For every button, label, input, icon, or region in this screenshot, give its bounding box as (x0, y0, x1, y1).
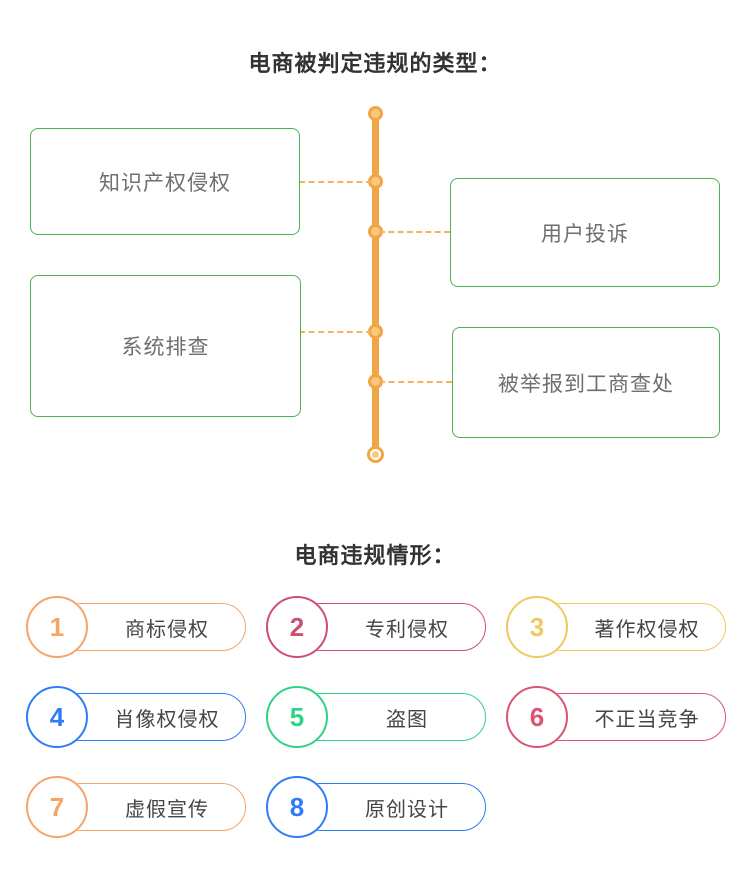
node-box-system-check: 系统排查 (30, 275, 301, 417)
pill-number: 1 (49, 611, 65, 642)
pill-number-circle: 8 (266, 776, 328, 838)
pill-item-5: 5 盗图 (266, 686, 486, 748)
pill-number: 3 (529, 611, 545, 642)
pill-item-8: 8 原创设计 (266, 776, 486, 838)
pill-number-circle: 3 (506, 596, 568, 658)
pill-item-6: 6 不正当竞争 (506, 686, 726, 748)
node-box-label: 被举报到工商查处 (498, 372, 674, 396)
pill-number-circle: 7 (26, 776, 88, 838)
pill-number: 5 (289, 701, 305, 732)
pill-item-2: 2 专利侵权 (266, 596, 486, 658)
dash-connector-node1 (299, 181, 372, 183)
pill-item-3: 3 著作权侵权 (506, 596, 726, 658)
node-box-label: 用户投诉 (541, 222, 629, 246)
pill-number-circle: 4 (26, 686, 88, 748)
node-box-label: 知识产权侵权 (99, 171, 231, 195)
pill-label: 著作权侵权 (594, 618, 700, 641)
node-box-label: 系统排查 (121, 336, 210, 359)
pill-number: 8 (289, 791, 305, 822)
pill-label: 不正当竞争 (594, 708, 700, 731)
dash-connector-node3 (299, 331, 372, 333)
section2-title: 电商违规情形： (294, 543, 456, 568)
dash-connector-node2 (379, 231, 450, 233)
pill-label: 原创设计 (365, 798, 449, 821)
timeline-line (372, 113, 379, 455)
pill-number-circle: 6 (506, 686, 568, 748)
pill-label: 虚假宣传 (125, 798, 209, 821)
timeline-dot-top (368, 106, 383, 121)
dash-connector-node4 (379, 381, 452, 383)
pill-body (56, 783, 246, 831)
pill-number: 2 (289, 611, 305, 642)
pill-label: 肖像权侵权 (114, 708, 220, 731)
node-box-intellectual-property: 知识产权侵权 (30, 128, 300, 235)
pill-item-1: 1 商标侵权 (26, 596, 246, 658)
pill-number: 7 (49, 791, 65, 822)
pill-label: 商标侵权 (125, 618, 209, 641)
node-box-user-complaint: 用户投诉 (450, 178, 720, 287)
pill-number-circle: 5 (266, 686, 328, 748)
pill-number: 6 (529, 701, 545, 732)
pill-number: 4 (49, 701, 65, 732)
section1-title: 电商被判定违规的类型： (248, 51, 502, 76)
pill-label: 专利侵权 (365, 618, 449, 641)
timeline-end-ring (367, 446, 384, 463)
pill-label: 盗图 (386, 708, 428, 731)
pill-item-7: 7 虚假宣传 (26, 776, 246, 838)
pill-body (296, 693, 486, 741)
pill-number-circle: 1 (26, 596, 88, 658)
pill-item-4: 4 肖像权侵权 (26, 686, 246, 748)
pill-number-circle: 2 (266, 596, 328, 658)
node-box-reported-to-authority: 被举报到工商查处 (452, 327, 720, 438)
